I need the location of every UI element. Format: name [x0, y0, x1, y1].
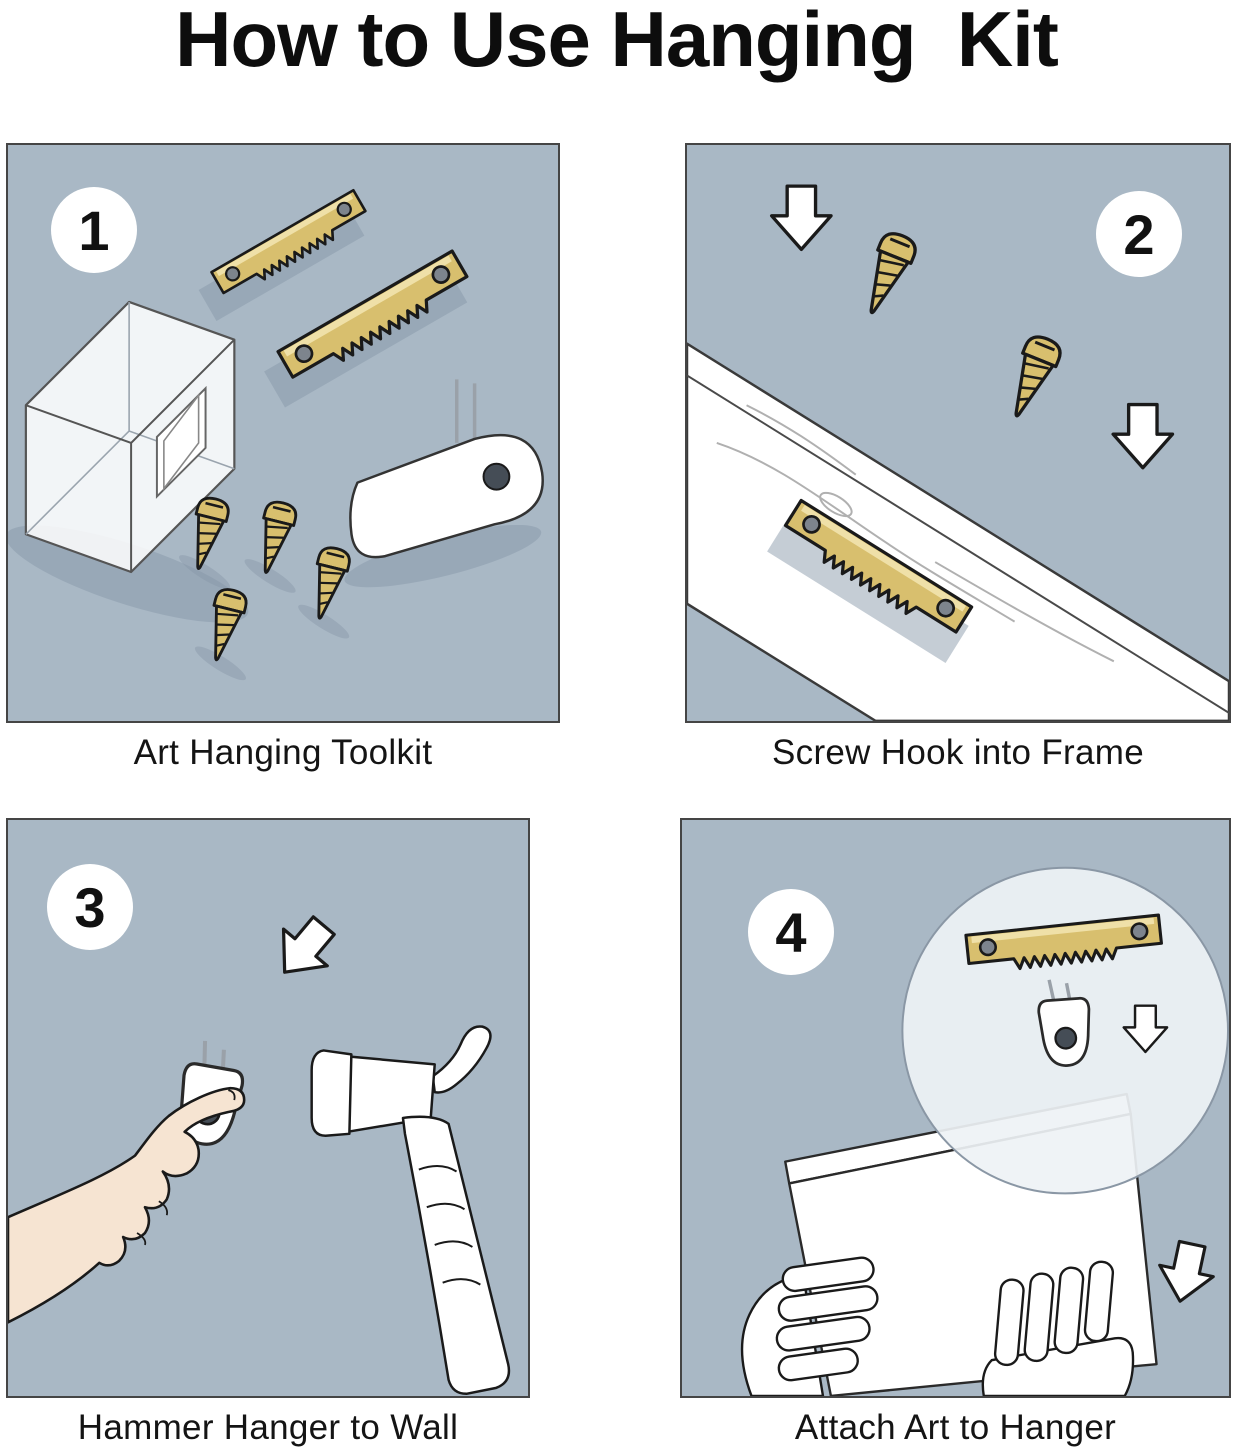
screw-icon — [853, 227, 921, 321]
step-2: 2 Screw Hook into Frame — [685, 143, 1231, 773]
step-1-caption: Art Hanging Toolkit — [133, 733, 433, 772]
shadow — [244, 559, 296, 593]
step-number-badge: 1 — [51, 187, 137, 273]
step-number-badge: 3 — [47, 864, 133, 950]
hammer-icon — [310, 1025, 511, 1396]
shadow — [298, 604, 350, 639]
wood-frame — [687, 342, 1229, 721]
step-3-caption: Hammer Hanger to Wall — [77, 1408, 459, 1447]
step-3-illustration — [8, 905, 511, 1396]
step-1-panel: 1 — [6, 143, 560, 723]
hand-icon — [740, 1256, 879, 1396]
shadow — [344, 524, 542, 588]
step-1-illustration — [8, 145, 544, 681]
step-number-badge: 4 — [748, 889, 834, 975]
arrow-down-icon — [1111, 402, 1175, 470]
step-3: 3 Hammer Hanger to Wall — [6, 818, 530, 1448]
sawtooth-hanger-icon — [278, 251, 472, 386]
step-2-illustration — [687, 184, 1229, 721]
step-2-panel: 2 — [685, 143, 1231, 723]
screw-icon — [998, 330, 1066, 425]
step-3-panel: 3 — [6, 818, 530, 1398]
nail-in-hook-icon — [349, 379, 544, 559]
step-number-badge: 2 — [1096, 191, 1182, 277]
step-1: 1 Art Hanging Toolkit — [6, 143, 560, 773]
shadow — [767, 514, 969, 663]
step-4-illustration — [740, 866, 1229, 1396]
hand-icon — [981, 1260, 1135, 1396]
arrow-down-icon — [1151, 1236, 1221, 1309]
arrow-down-icon — [261, 905, 348, 993]
magnifier-circle — [901, 866, 1229, 1195]
shadow — [179, 555, 231, 589]
step-2-caption: Screw Hook into Frame — [772, 733, 1144, 772]
page-title: How to Use Hanging Kit — [175, 0, 1059, 83]
step-4: 4 Attach Art to Hanger — [680, 818, 1231, 1448]
arrow-down-icon — [769, 184, 833, 252]
hand-icon — [8, 1086, 246, 1324]
storage-box-icon — [24, 300, 236, 574]
shadow — [194, 646, 246, 681]
step-4-panel: 4 — [680, 818, 1231, 1398]
step-4-caption: Attach Art to Hanger — [794, 1408, 1117, 1447]
